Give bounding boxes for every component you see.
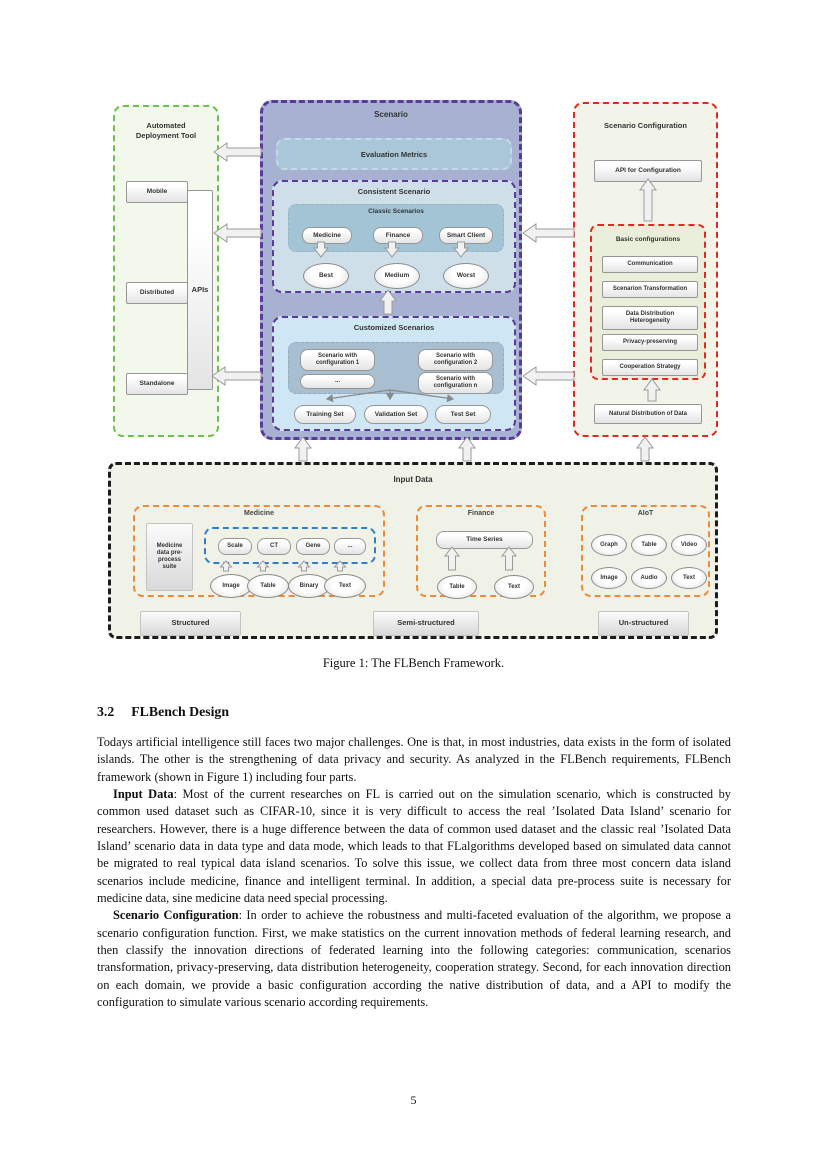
- paragraph-intro: Todays artificial intelligence still fac…: [97, 734, 731, 786]
- scenario-box: Scenario Evaluation Metrics Consistent S…: [260, 100, 522, 440]
- worst-ellipse: Worst: [443, 263, 489, 289]
- privacy-preserving-node: Privacy-preserving: [602, 334, 698, 351]
- medicine-binary-ellipse: Binary: [288, 574, 330, 598]
- medicine-domain-title: Medicine: [244, 510, 274, 517]
- medium-ellipse: Medium: [374, 263, 420, 289]
- training-set-node: Training Set: [294, 405, 356, 424]
- deployment-title-line1: Automated: [146, 121, 186, 130]
- arrow-input-to-scenario-right: [458, 436, 476, 462]
- paragraph-input-data: Input Data: Most of the current research…: [97, 786, 731, 907]
- structured-label: Structured: [140, 611, 241, 636]
- scenario-configuration-box: Scenario Configuration API for Configura…: [573, 102, 718, 437]
- scenario-config-2-node: Scenario with configuration 2: [418, 349, 493, 371]
- dots-node: ...: [334, 538, 366, 555]
- classic-scenarios-box: Classic Scenarios Medicine Finance Smart…: [288, 204, 504, 252]
- figure-flbench: Automated Deployment Tool Mobile Distrib…: [108, 100, 718, 639]
- section-heading: 3.2 FLBench Design: [97, 704, 229, 720]
- page-number: 5: [410, 1093, 417, 1107]
- customized-scenarios-title: Customized Scenarios: [353, 323, 435, 332]
- gene-node: Gene: [296, 538, 330, 555]
- aiot-text-ellipse: Text: [671, 567, 707, 589]
- best-ellipse: Best: [303, 263, 349, 289]
- natural-distribution-node: Natural Distribution of Data: [594, 404, 702, 424]
- aiot-video-ellipse: Video: [671, 534, 707, 556]
- basic-configurations-box: Basic configurations Communication Scena…: [590, 224, 706, 380]
- communication-node: Communication: [602, 256, 698, 273]
- classic-smart-client-node: Smart Client: [439, 227, 493, 244]
- un-structured-label: Un-structured: [598, 611, 689, 636]
- arrow-scenario-to-deployment-1: [213, 142, 262, 162]
- medicine-image-ellipse: Image: [210, 574, 252, 598]
- scenario-config-n-node: Scenario with configuration n: [418, 372, 493, 394]
- scenarion-transformation-node: Scenarion Transformation: [602, 281, 698, 298]
- medicine-table-ellipse: Table: [247, 574, 289, 598]
- body-text: Todays artificial intelligence still fac…: [97, 734, 731, 1012]
- aiot-image-ellipse: Image: [591, 567, 627, 589]
- distributed-node: Distributed: [126, 282, 188, 304]
- ct-node: CT: [257, 538, 291, 555]
- paragraph-scenario-configuration: Scenario Configuration: In order to achi…: [97, 907, 731, 1011]
- section-title: FLBench Design: [131, 704, 229, 719]
- scenario-title: Scenario: [374, 110, 408, 119]
- paragraph-scenario-configuration-text: : In order to achieve the robustness and…: [97, 908, 732, 1010]
- arrow-scenario-to-deployment-3: [211, 366, 262, 386]
- arrow-config-to-scenario-2: [522, 366, 575, 386]
- medicine-domain-box: Medicine Medicine data pre-process suite…: [133, 505, 385, 598]
- figure-caption: Figure 1: The FLBench Framework.: [322, 656, 505, 670]
- consistent-scenario-box: Consistent Scenario Classic Scenarios Me…: [272, 180, 516, 293]
- standalone-node: Standalone: [126, 373, 188, 395]
- apis-bar: APIs: [187, 190, 213, 390]
- time-series-node: Time Series: [436, 531, 533, 549]
- classic-scenarios-title: Classic Scenarios: [368, 208, 424, 215]
- finance-text-ellipse: Text: [494, 575, 534, 599]
- finance-table-ellipse: Table: [437, 575, 477, 599]
- validation-set-node: Validation Set: [364, 405, 428, 424]
- paragraph-input-data-text: : Most of the current researches on FL i…: [97, 787, 731, 906]
- scenario-configuration-title: Scenario Configuration: [604, 121, 687, 130]
- classic-finance-node: Finance: [373, 227, 423, 244]
- arrow-input-to-scenario-left: [294, 436, 312, 462]
- data-distribution-heterogeneity-node: Data Distribution Heterogeneity: [602, 306, 698, 330]
- finance-domain-box: Finance Time Series Table Text: [416, 505, 546, 599]
- aiot-domain-box: AIoT Graph Table Video Image Audio Text: [581, 505, 710, 597]
- customized-scenarios-box: Customized Scenarios Scenario with confi…: [272, 316, 516, 431]
- aiot-table-ellipse: Table: [631, 534, 667, 556]
- medicine-modalities-box: Scale CT Gene ...: [204, 527, 376, 564]
- test-set-node: Test Set: [435, 405, 491, 424]
- arrow-input-to-configuration: [636, 436, 654, 462]
- evaluation-metrics-bar: Evaluation Metrics: [276, 138, 512, 170]
- section-number: 3.2: [97, 704, 115, 719]
- input-data-box: Input Data Medicine Medicine data pre-pr…: [108, 462, 718, 639]
- scenario-config-1-node: Scenario with configuration 1: [300, 349, 375, 371]
- aiot-graph-ellipse: Graph: [591, 534, 627, 556]
- aiot-domain-title: AIoT: [637, 510, 654, 517]
- api-for-configuration-node: API for Configuration: [594, 160, 702, 182]
- mobile-node: Mobile: [126, 181, 188, 203]
- arrow-scenario-to-deployment-2: [213, 223, 262, 243]
- input-data-title: Input Data: [393, 475, 433, 484]
- scenario-config-dots-node: ...: [300, 374, 375, 389]
- paragraph-scenario-configuration-lead: Scenario Configuration: [113, 908, 239, 923]
- semi-structured-label: Semi-structured: [373, 611, 479, 636]
- finance-domain-title: Finance: [467, 510, 495, 517]
- classic-medicine-node: Medicine: [302, 227, 352, 244]
- cooperation-strategy-node: Cooperation Strategy: [602, 359, 698, 376]
- arrow-config-to-scenario-1: [522, 223, 575, 243]
- deployment-title-line2: Deployment Tool: [135, 131, 197, 140]
- medicine-preprocess-suite: Medicine data pre-process suite: [146, 523, 193, 591]
- medicine-text-ellipse: Text: [324, 574, 366, 598]
- consistent-scenario-title: Consistent Scenario: [357, 187, 431, 196]
- paragraph-input-data-lead: Input Data: [113, 787, 174, 802]
- paragraph-intro-text: Todays artificial intelligence still fac…: [97, 735, 731, 784]
- basic-configurations-title: Basic configurations: [615, 236, 681, 243]
- aiot-audio-ellipse: Audio: [631, 567, 667, 589]
- scale-node: Scale: [218, 538, 252, 555]
- automated-deployment-tool-box: Automated Deployment Tool Mobile Distrib…: [113, 105, 219, 437]
- configurations-group-box: Scenario with configuration 1 Scenario w…: [288, 342, 504, 394]
